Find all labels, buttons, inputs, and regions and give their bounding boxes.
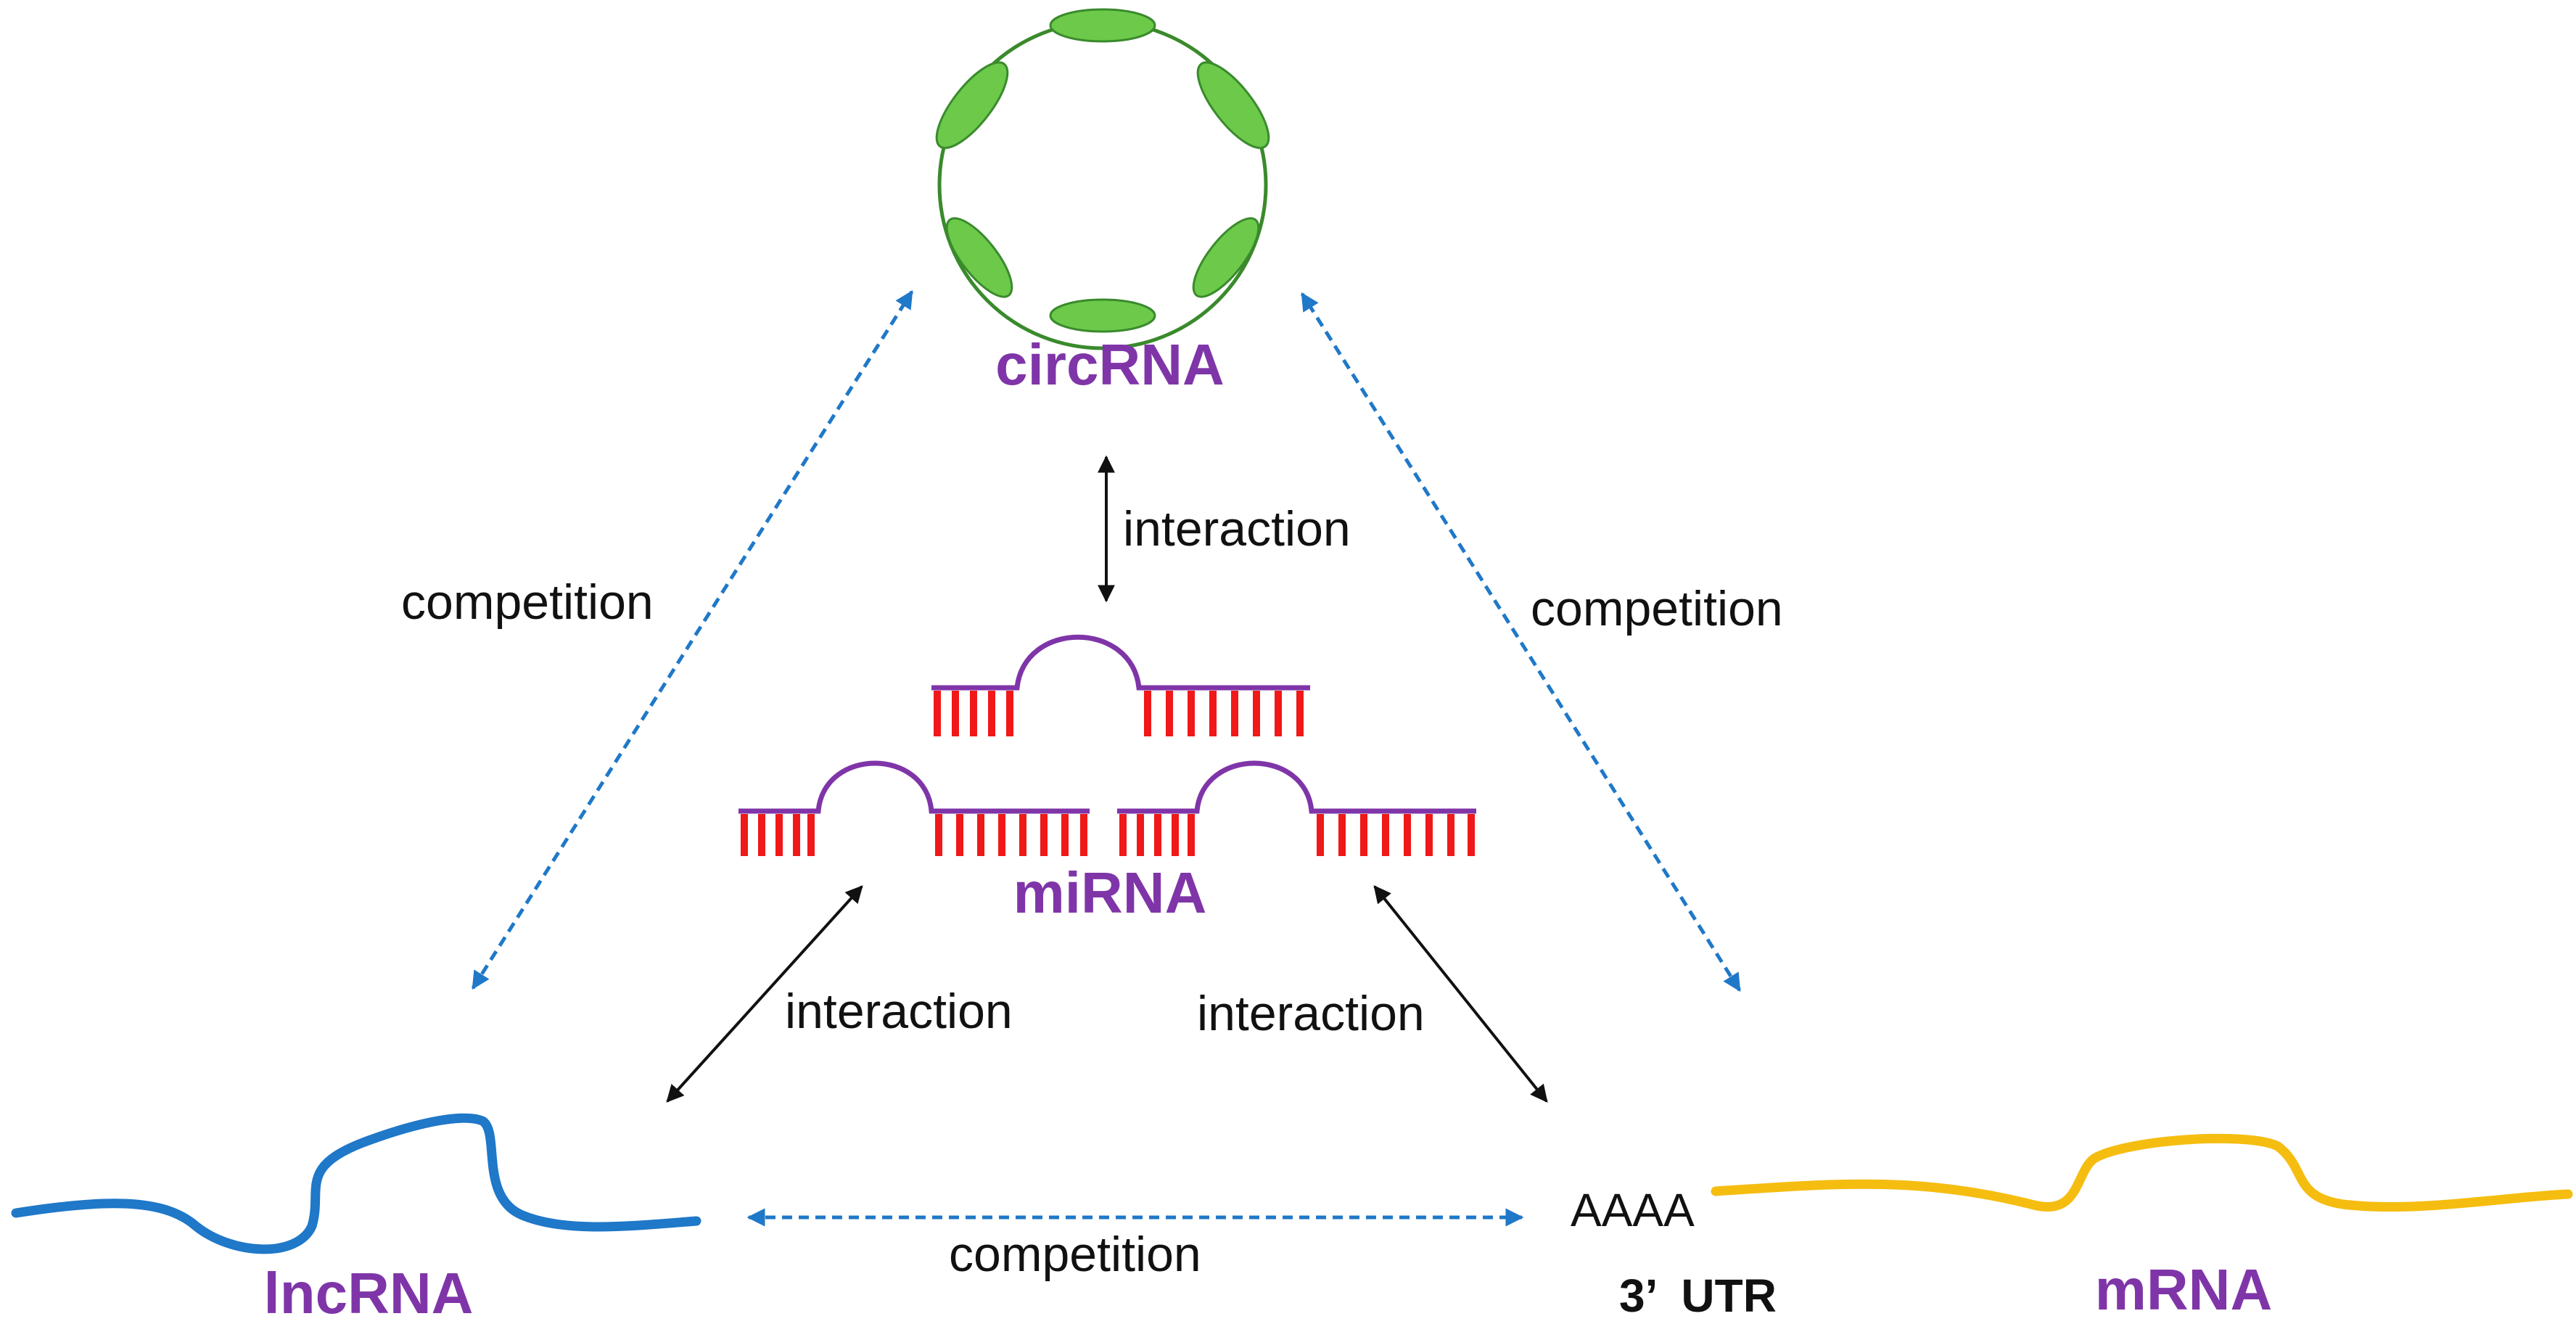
lncrna-strand xyxy=(11,1113,701,1254)
lnc-mirna-interaction-label: interaction xyxy=(785,984,1013,1039)
mrna-circ-competition-label: competition xyxy=(1531,581,1783,636)
lnc-circ-competition-arrow xyxy=(471,289,914,990)
circrna-binding-site xyxy=(1049,8,1156,43)
circrna-ring xyxy=(935,8,1270,350)
three-prime-utr-label: 3’ UTR xyxy=(1619,1270,1777,1322)
lnc-circ-competition-label: competition xyxy=(401,575,654,630)
mirna-molecule xyxy=(1117,760,1476,856)
mrna-mirna-interaction-label: interaction xyxy=(1197,986,1425,1041)
lncrna-label: lncRNA xyxy=(264,1261,474,1325)
mrna-label: mRNA xyxy=(2095,1257,2272,1322)
circrna-label: circRNA xyxy=(995,332,1225,397)
circrna-binding-site xyxy=(935,61,1009,149)
mrna-circ-competition-arrow xyxy=(1300,292,1742,992)
polya-tail-label: AAAA xyxy=(1571,1184,1695,1236)
mirna-molecule xyxy=(738,760,1090,856)
mirna-label: miRNA xyxy=(1013,860,1207,925)
circrna-binding-site xyxy=(945,217,1013,298)
mirna-molecule xyxy=(931,634,1310,736)
mrna-strand xyxy=(1711,1133,2573,1212)
circrna-binding-site xyxy=(1049,298,1156,333)
circrna-binding-site xyxy=(1196,61,1270,149)
circ-mirna-interaction-label: interaction xyxy=(1123,501,1351,556)
lnc-mrna-competition-label: competition xyxy=(949,1227,1201,1282)
circrna-binding-site xyxy=(1192,217,1260,298)
